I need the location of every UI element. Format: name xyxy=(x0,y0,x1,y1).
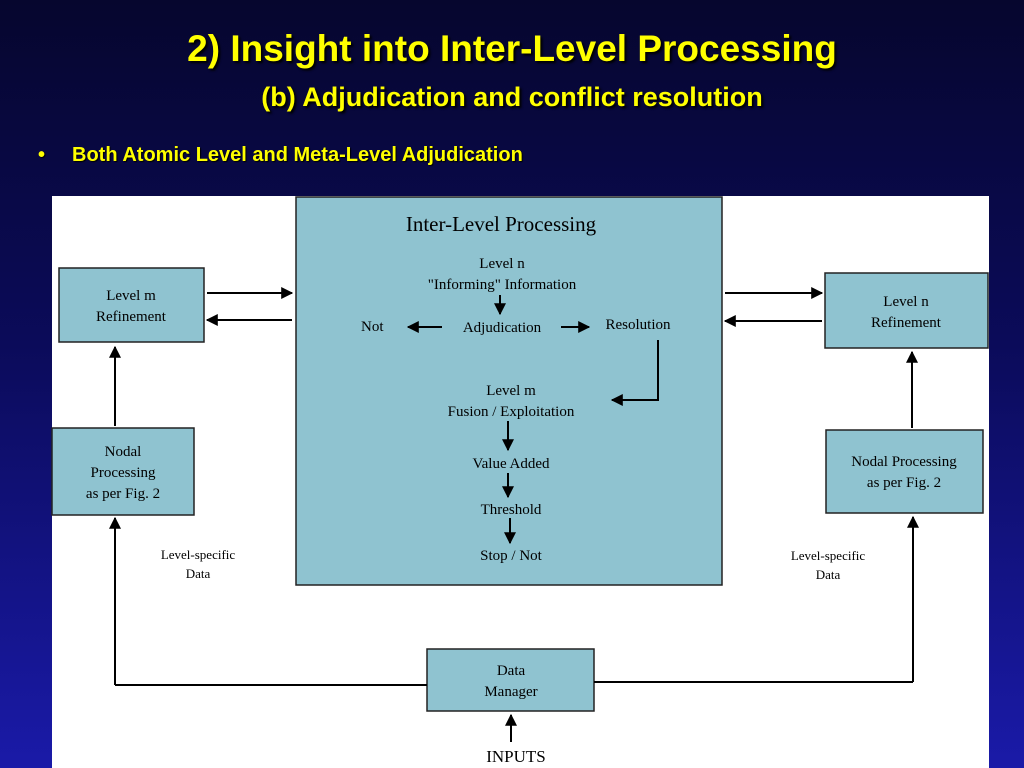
data-manager-line1: Data xyxy=(497,663,526,679)
left-nodal-line3: as per Fig. 2 xyxy=(86,486,160,502)
resolution-label: Resolution xyxy=(605,317,671,333)
right-nodal-line2: as per Fig. 2 xyxy=(867,475,941,491)
stop-not-label: Stop / Not xyxy=(480,548,543,564)
left-nodal-processing-box xyxy=(51,427,195,516)
left-refinement-line1: Level m xyxy=(106,288,156,304)
threshold-label: Threshold xyxy=(481,502,542,518)
not-label: Not xyxy=(361,319,384,335)
inputs-label: INPUTS xyxy=(486,747,546,766)
bullet-item: • Both Atomic Level and Meta-Level Adjudi… xyxy=(38,144,523,167)
left-nodal-line2: Processing xyxy=(91,465,156,481)
value-added-label: Value Added xyxy=(472,456,550,472)
right-refinement-line2: Refinement xyxy=(871,315,942,331)
right-nodal-line1: Nodal Processing xyxy=(851,454,957,470)
center-title: Inter-Level Processing xyxy=(406,212,597,236)
right-level-specific-data-line2: Data xyxy=(816,567,841,582)
left-level-specific-data-line2: Data xyxy=(186,566,211,581)
data-manager-box xyxy=(426,648,595,712)
right-level-specific-data-line1: Level-specific xyxy=(791,548,866,563)
level-n-label: Level n xyxy=(479,256,525,272)
arrow-resolution-to-fusion xyxy=(610,340,659,406)
right-nodal-processing-box xyxy=(825,429,984,514)
left-refinement-line2: Refinement xyxy=(96,309,167,325)
slide-title: 2) Insight into Inter-Level Processing xyxy=(187,28,837,69)
bullet-marker: • xyxy=(38,144,46,166)
informing-information-label: "Informing" Information xyxy=(428,277,577,293)
data-manager-line2: Manager xyxy=(484,684,537,700)
right-refinement-line1: Level n xyxy=(883,294,929,310)
left-level-specific-data-line1: Level-specific xyxy=(161,547,236,562)
left-nodal-line1: Nodal xyxy=(105,444,142,460)
level-m-refinement-box xyxy=(58,267,205,343)
slide-subtitle: (b) Adjudication and conflict resolution xyxy=(261,82,763,112)
adjudication-label: Adjudication xyxy=(463,320,542,336)
fusion-exploitation-label: Fusion / Exploitation xyxy=(448,404,575,420)
level-m-label: Level m xyxy=(486,383,536,399)
level-n-refinement-box xyxy=(824,272,989,349)
bullet-text: Both Atomic Level and Meta-Level Adjudic… xyxy=(72,144,523,166)
